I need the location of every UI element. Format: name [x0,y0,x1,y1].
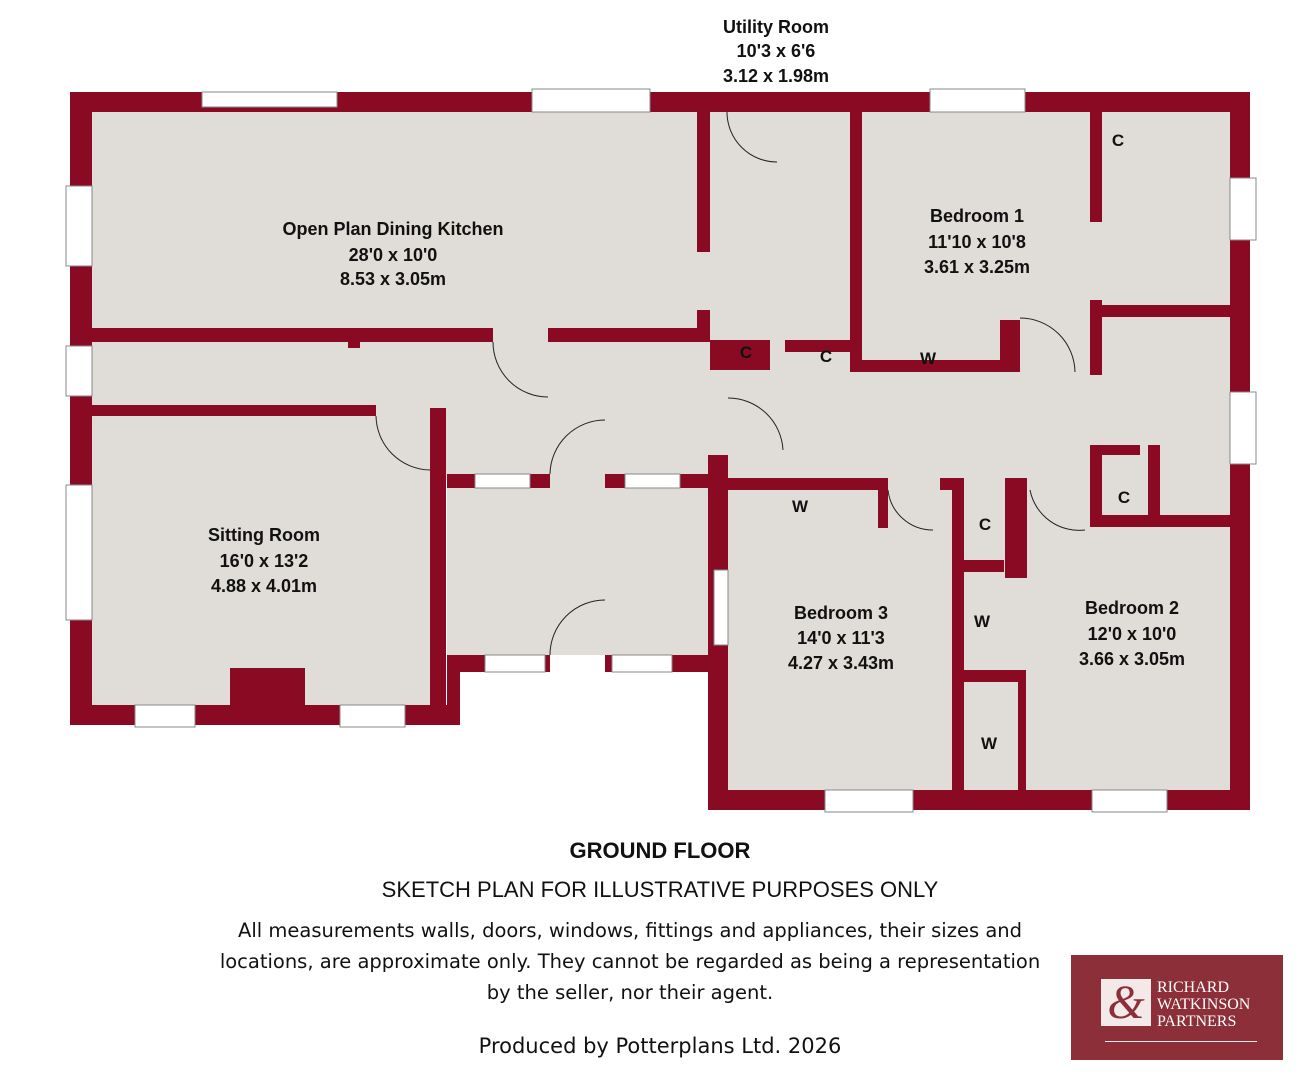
floor-plan: Open Plan Dining Kitchen 28'0 x 10'0 8.5… [65,17,1257,813]
bedroom1-metric: 3.61 x 3.25m [924,257,1030,277]
agency-logo: & RICHARD WATKINSON PARTNERS [1071,955,1283,1060]
logo-line1: RICHARD [1157,979,1230,996]
produced-by: Produced by Potterplans Ltd. 2026 [478,1034,842,1058]
cupboard-label: C [979,515,991,534]
cupboard-label: C [740,343,752,362]
cupboard-label: C [1118,488,1130,507]
windows [65,88,1257,813]
bedroom1-name: Bedroom 1 [930,206,1024,226]
bedroom3-name: Bedroom 3 [794,603,888,623]
bedroom3-imperial: 14'0 x 11'3 [797,628,885,648]
sitting-imperial: 16'0 x 13'2 [220,551,309,571]
utility-name: Utility Room [723,17,829,37]
bedroom3-metric: 4.27 x 3.43m [788,653,894,673]
wardrobe-label: W [920,349,937,368]
bedroom2-name: Bedroom 2 [1085,598,1179,618]
floors [92,112,1230,790]
utility-imperial: 10'3 x 6'6 [737,41,816,61]
floor-title: GROUND FLOOR [569,838,751,863]
room-labels: Open Plan Dining Kitchen 28'0 x 10'0 8.5… [208,17,1185,753]
sitting-name: Sitting Room [208,525,320,545]
sitting-metric: 4.88 x 4.01m [211,576,317,596]
wardrobe-label: W [981,734,998,753]
wardrobe-label: W [792,497,809,516]
monogram-icon: & [1101,979,1151,1027]
logo-rule [1105,1041,1257,1042]
logo-line3: PARTNERS [1157,1013,1237,1030]
wardrobe-label: W [974,612,991,631]
disclaimer: All measurements walls, doors, windows, … [219,919,1041,1004]
logo-line2: WATKINSON [1157,996,1251,1013]
kitchen-name: Open Plan Dining Kitchen [282,219,503,239]
kitchen-metric: 8.53 x 3.05m [340,269,446,289]
doors [375,111,1086,656]
bedroom2-metric: 3.66 x 3.05m [1079,649,1185,669]
cupboard-label: C [1112,131,1124,150]
bedroom1-imperial: 11'10 x 10'8 [928,232,1026,252]
cupboard-label: C [820,347,832,366]
kitchen-imperial: 28'0 x 10'0 [349,245,438,265]
utility-metric: 3.12 x 1.98m [723,66,829,86]
bedroom2-imperial: 12'0 x 10'0 [1088,624,1177,644]
plan-subtitle: SKETCH PLAN FOR ILLUSTRATIVE PURPOSES ON… [381,877,939,902]
